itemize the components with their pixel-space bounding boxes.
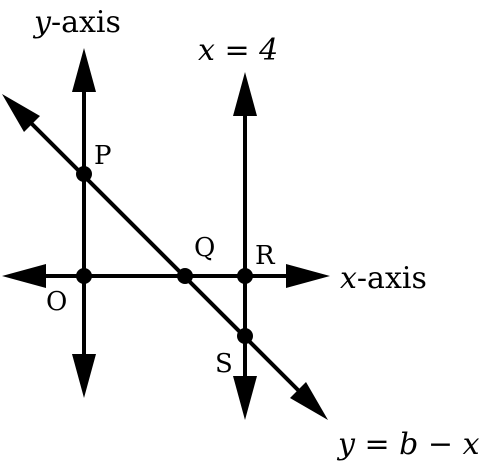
vertical-line-equation: x = 4 — [198, 33, 278, 68]
point-s — [237, 328, 253, 344]
y-axis-label: y-axis — [32, 5, 121, 40]
y-axis-up-arrow — [72, 48, 96, 92]
x-axis-label: x-axis — [340, 261, 427, 296]
x-axis-label-var: x — [340, 261, 357, 296]
x-axis-left-arrow — [2, 264, 46, 288]
point-o — [76, 268, 92, 284]
y-axis-label-var: y — [32, 5, 52, 40]
point-s-label: S — [215, 349, 233, 379]
x-axis — [2, 264, 330, 288]
point-p-label: P — [94, 141, 112, 171]
x-axis-label-word: -axis — [357, 261, 427, 296]
slanted-line — [2, 94, 328, 420]
vertical-line-up-arrow — [233, 72, 257, 116]
point-r-label: R — [255, 241, 276, 271]
slanted-line-segment — [20, 112, 308, 400]
slanted-line-equation: y = b − x — [336, 427, 480, 462]
point-o-label: O — [46, 287, 67, 317]
vertical-line-down-arrow — [233, 376, 257, 420]
point-q — [177, 268, 193, 284]
point-q-label: Q — [194, 233, 215, 263]
slanted-line-up-arrow — [2, 94, 40, 132]
point-r — [237, 268, 253, 284]
x-axis-right-arrow — [286, 264, 330, 288]
y-axis-down-arrow — [72, 354, 96, 398]
y-axis-label-word: -axis — [51, 5, 121, 40]
point-p — [76, 166, 92, 182]
slanted-line-down-arrow — [290, 382, 328, 420]
y-axis — [72, 48, 96, 398]
vertical-line-x4 — [233, 72, 257, 420]
